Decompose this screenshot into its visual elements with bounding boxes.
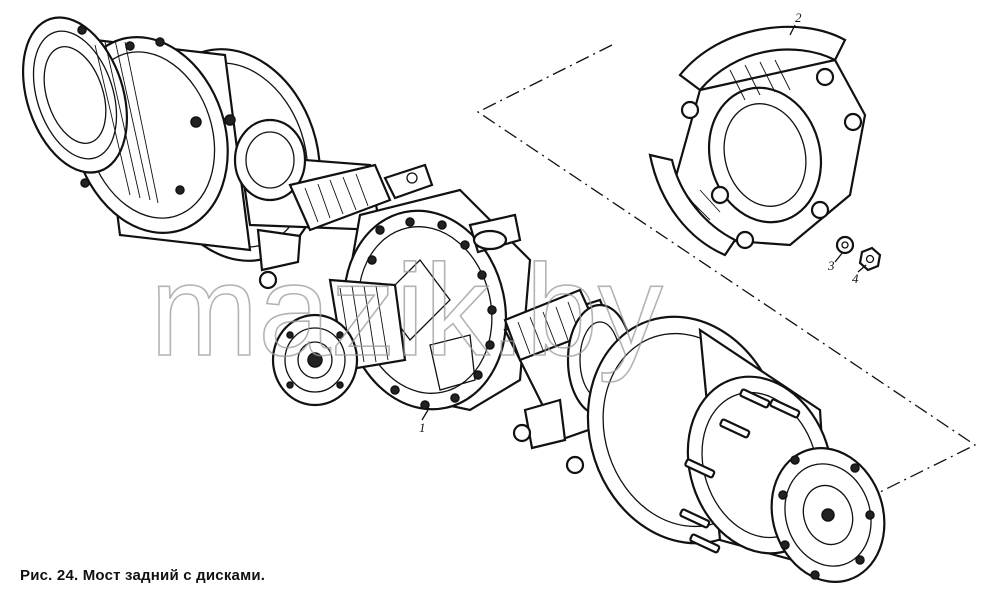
callout-3: 3 <box>827 258 835 273</box>
brake-disc-part <box>648 25 867 257</box>
figure-caption: Рис. 24. Мост задний с дисками. <box>20 567 266 584</box>
right-wheel-hub <box>586 315 886 583</box>
callout-leaders <box>421 24 867 421</box>
callout-2: 2 <box>795 10 802 25</box>
pinion-flange <box>271 278 407 407</box>
left-wheel-hub <box>21 16 321 262</box>
nut-part <box>858 246 882 272</box>
assembly-dash-line <box>476 44 977 493</box>
wheel-studs <box>679 388 801 554</box>
callout-4: 4 <box>852 271 859 286</box>
watermark: mazik.by <box>150 237 663 383</box>
washer-part <box>835 235 855 255</box>
left-axle-tube <box>233 118 434 290</box>
callout-1: 1 <box>419 420 426 435</box>
